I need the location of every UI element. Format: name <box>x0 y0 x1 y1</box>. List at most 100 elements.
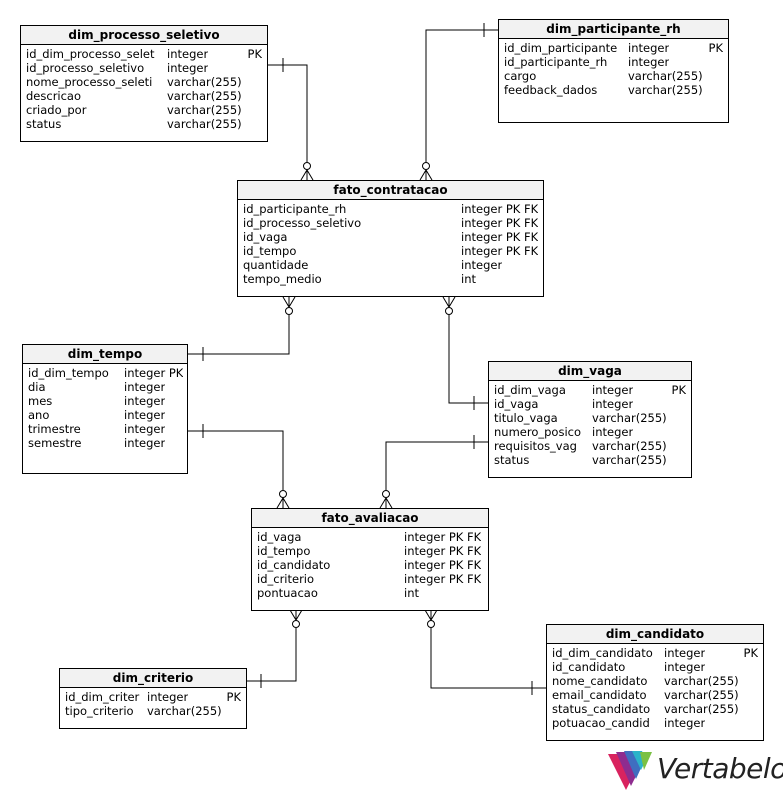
column-row: id_vaga integer PK FK <box>243 230 538 244</box>
column-type: varchar(255) <box>664 688 739 702</box>
column-type: varchar(255) <box>664 702 739 716</box>
column-type: integer <box>124 380 166 394</box>
column-type: integer PK FK <box>404 572 482 586</box>
table-dim-processo-seletivo[interactable]: dim_processo_seletivo id_dim_processo_se… <box>20 25 268 142</box>
column-name: requisitos_vag <box>494 439 577 453</box>
rel-vaga-avaliacao <box>379 435 488 509</box>
column-name: tempo_medio <box>243 272 322 286</box>
column-type: integer <box>664 716 706 730</box>
column-name: id_processo_seletivo <box>26 61 145 75</box>
column-name: id_vaga <box>243 230 288 244</box>
column-type: varchar(255) <box>147 704 222 718</box>
column-type: varchar(255) <box>628 83 703 97</box>
table-title: dim_participante_rh <box>499 20 728 39</box>
column-name: id_vaga <box>257 530 302 544</box>
column-key: PK <box>743 646 758 660</box>
column-key: PK <box>708 41 723 55</box>
column-row: mes integer <box>28 394 182 408</box>
table-dim-criterio[interactable]: dim_criterio id_dim_criter integer PK tipo… <box>59 668 247 729</box>
column-name: feedback_dados <box>504 83 598 97</box>
table-title: dim_criterio <box>60 669 246 688</box>
column-type: integer <box>461 258 503 272</box>
column-row: email_candidato varchar(255) <box>552 688 758 702</box>
column-type: integer PK FK <box>404 544 482 558</box>
column-type: integer PK FK <box>461 244 539 258</box>
column-type: varchar(255) <box>167 103 242 117</box>
column-type: int <box>404 586 419 600</box>
column-row: id_dim_candidato integer PK <box>552 646 758 660</box>
column-name: status <box>494 453 530 467</box>
column-row: tipo_criterio varchar(255) <box>65 704 241 718</box>
table-title: dim_tempo <box>23 345 187 364</box>
column-type: integer <box>664 646 706 660</box>
column-name: id_dim_criter <box>65 690 140 704</box>
column-key: PK <box>247 47 262 61</box>
column-type: varchar(255) <box>592 411 667 425</box>
column-key: PK <box>226 690 241 704</box>
rel-participante-contratacao <box>419 23 498 181</box>
column-row: feedback_dados varchar(255) <box>504 83 723 97</box>
column-name: titulo_vaga <box>494 411 558 425</box>
column-name: id_vaga <box>494 397 539 411</box>
column-name: cargo <box>504 69 537 83</box>
column-name: id_dim_candidato <box>552 646 653 660</box>
column-name: tipo_criterio <box>65 704 134 718</box>
column-name: id_processo_seletivo <box>243 216 362 230</box>
column-row: id_processo_seletivo integer <box>26 61 262 75</box>
column-name: pontuacao <box>257 586 318 600</box>
column-key: PK <box>671 383 686 397</box>
column-type: integer <box>592 425 634 439</box>
column-name: potuacao_candid <box>552 716 650 730</box>
column-name: email_candidato <box>552 688 647 702</box>
table-title: dim_processo_seletivo <box>21 26 267 45</box>
column-type: integer PK FK <box>461 230 539 244</box>
column-name: mes <box>28 394 53 408</box>
column-type: integer <box>167 61 209 75</box>
column-type: varchar(255) <box>592 439 667 453</box>
column-type: varchar(255) <box>167 117 242 131</box>
column-name: id_candidato <box>257 558 331 572</box>
column-type: varchar(255) <box>628 69 703 83</box>
column-type: integer <box>124 408 166 422</box>
column-name: status_candidato <box>552 702 651 716</box>
column-type: integer <box>124 436 166 450</box>
column-row: pontuacao int <box>257 586 483 600</box>
column-name: id_dim_participante <box>504 41 618 55</box>
column-row: id_dim_criter integer PK <box>65 690 241 704</box>
column-row: quantidade integer <box>243 258 538 272</box>
table-title: fato_contratacao <box>238 181 543 200</box>
column-type: integer <box>592 383 634 397</box>
column-name: nome_processo_seleti <box>26 75 153 89</box>
column-name: id_candidato <box>552 660 626 674</box>
column-type: integer <box>124 394 166 408</box>
column-name: trimestre <box>28 422 81 436</box>
column-name: dia <box>28 380 46 394</box>
column-name: id_participante_rh <box>504 55 608 69</box>
column-type: integer <box>147 690 189 704</box>
vertabelo-logo-icon <box>608 751 652 790</box>
column-name: semestre <box>28 436 82 450</box>
rel-tempo-contratacao <box>188 296 296 361</box>
column-row: titulo_vaga varchar(255) <box>494 411 686 425</box>
column-name: quantidade <box>243 258 309 272</box>
column-name: id_tempo <box>243 244 297 258</box>
column-type: integer <box>592 397 634 411</box>
column-name: ano <box>28 408 50 422</box>
column-type: integer <box>628 41 670 55</box>
